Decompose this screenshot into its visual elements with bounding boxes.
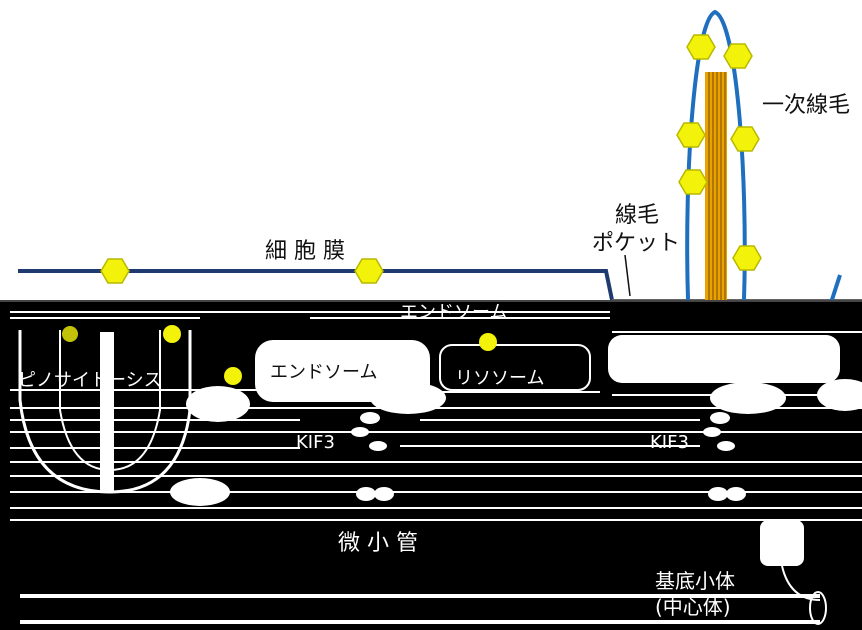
microtubule-band [20, 594, 820, 598]
pinocytosis-label: ピノサイトーシス [18, 370, 162, 391]
kif3-label-left: KIF3 [296, 432, 335, 453]
membrane-receptor [354, 258, 384, 284]
basal-body-label-2: (中心体) [655, 595, 731, 619]
membrane-label: 細 胞 膜 [265, 239, 345, 264]
endosome-right [608, 335, 840, 383]
cilium-receptor [676, 122, 706, 148]
cilium-receptor [678, 169, 708, 195]
lysosome [439, 344, 591, 391]
basal-body [760, 520, 804, 566]
cilium-pocket-label-1: 線毛 [615, 203, 659, 228]
cilium-pocket-label-2: ポケット [592, 231, 680, 256]
vesicle [170, 478, 230, 506]
lysosome-label: リソソーム [455, 368, 544, 389]
vesicle [710, 382, 786, 414]
microtubule-label: 微 小 管 [338, 531, 418, 556]
cilium-pocket-pointer [624, 254, 631, 297]
cilium-receptor [730, 126, 760, 152]
cilium-receptor [686, 34, 716, 60]
axoneme [705, 72, 727, 310]
artifact-lines [10, 311, 862, 521]
endosome-top-label: エンドソーム [400, 302, 507, 323]
cilium-receptor [723, 43, 753, 69]
kif3-label-right: KIF3 [650, 432, 689, 453]
endosome-left-label: エンドソーム [270, 362, 377, 383]
vesicle [817, 379, 862, 411]
cilium-receptor [732, 245, 762, 271]
vesicle [370, 382, 446, 414]
kif3-motor-left [351, 412, 394, 501]
primary-cilium-label: 一次線毛 [762, 93, 850, 118]
vesicle [186, 386, 250, 422]
pinocytosis-vesicle [18, 325, 242, 494]
basal-body-label-1: 基底小体 [655, 569, 735, 593]
kif3-motor-right [703, 412, 746, 501]
membrane-receptor [100, 258, 130, 284]
